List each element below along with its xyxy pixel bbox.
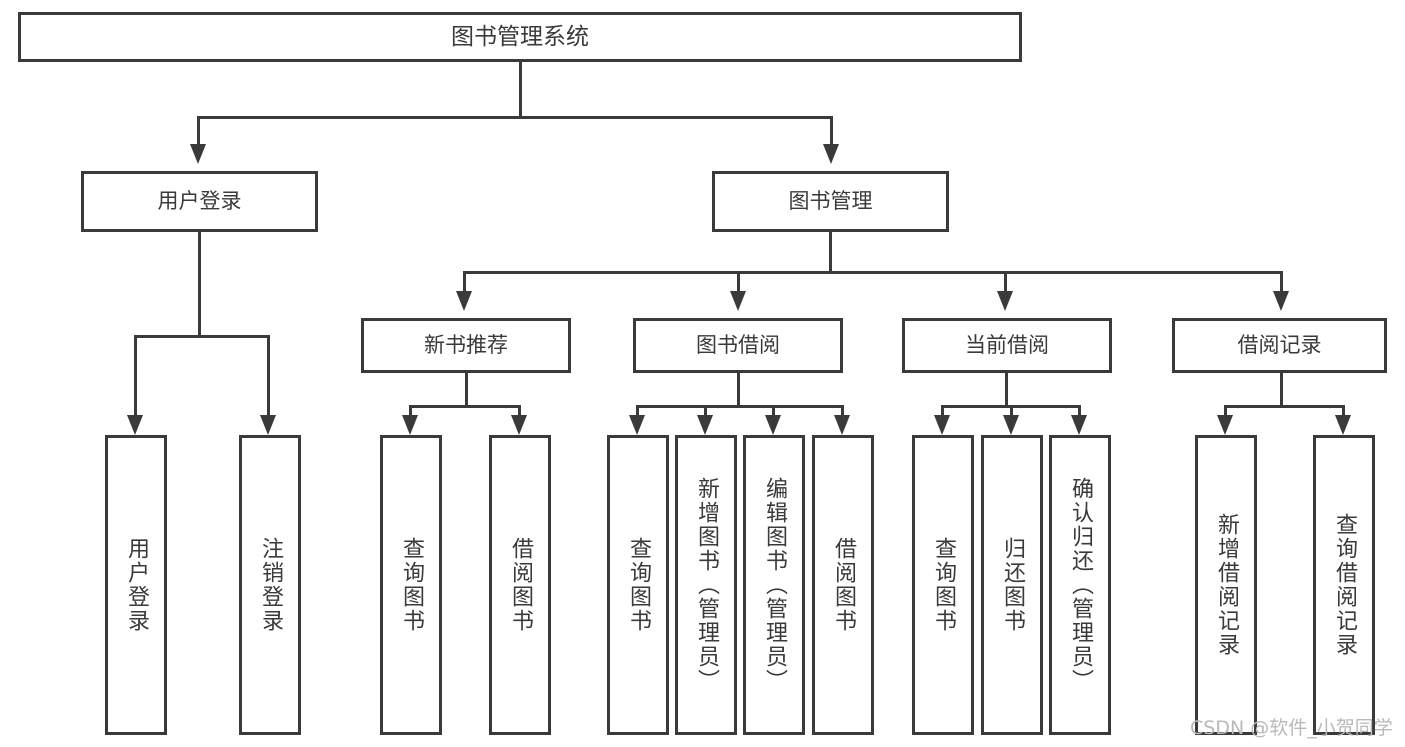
node-root-system[interactable]: 图书管理系统: [18, 12, 1022, 62]
connector-current-borrow-to-leaf-2: [1010, 405, 1013, 419]
leaf-query-record[interactable]: 查询借阅记录: [1313, 435, 1375, 735]
node-current-borrow[interactable]: 当前借阅: [902, 318, 1112, 373]
node-root-label: 图书管理系统: [451, 23, 589, 50]
arrow-current-borrow-to-leaf-2: [1003, 415, 1019, 435]
node-book-manage-label: 图书管理: [788, 189, 873, 214]
arrow-book-manage-to-borrow-record: [1273, 291, 1289, 311]
leaf-query-book-3[interactable]: 查询图书: [912, 435, 974, 735]
leaf-add-record-label: 新增借阅记录: [1214, 513, 1239, 657]
node-book-borrow-label: 图书借阅: [696, 333, 780, 358]
node-borrow-record-label: 借阅记录: [1237, 333, 1322, 358]
connector-new-book-stem: [465, 373, 468, 405]
arrow-user-login-to-leaf-2: [260, 415, 276, 435]
connector-book-borrow-stem: [737, 373, 740, 405]
arrow-book-borrow-to-leaf-3: [765, 415, 781, 435]
connector-book-manage-to-current-borrow: [1004, 271, 1007, 293]
connector-book-manage-to-borrow-record: [1280, 271, 1283, 293]
node-borrow-record[interactable]: 借阅记录: [1172, 318, 1387, 373]
connector-book-manage-stem: [829, 232, 832, 271]
leaf-edit-book-label: 编辑图书（管理员）: [762, 477, 787, 693]
leaf-user-login[interactable]: 用户登录: [105, 435, 167, 735]
arrow-borrow-record-to-leaf-2: [1335, 415, 1351, 435]
leaf-confirm-return[interactable]: 确认归还（管理员）: [1049, 435, 1111, 735]
connector-root-to-user-login: [197, 116, 200, 146]
connector-root-bus: [197, 116, 833, 119]
connector-current-borrow-to-leaf-1: [941, 405, 944, 419]
connector-new-book-to-leaf-2: [518, 405, 521, 419]
connector-book-borrow-to-leaf-2: [704, 405, 707, 419]
arrow-book-manage-to-new-book: [456, 291, 472, 311]
node-user-login[interactable]: 用户登录: [81, 171, 318, 232]
connector-new-book-to-leaf-1: [409, 405, 412, 419]
leaf-query-book-3-label: 查询图书: [931, 537, 956, 633]
leaf-query-book-1[interactable]: 查询图书: [380, 435, 442, 735]
leaf-add-book-label: 新增图书（管理员）: [694, 477, 719, 693]
arrow-root-to-user-login: [190, 144, 206, 164]
connector-current-borrow-to-leaf-3: [1078, 405, 1081, 419]
arrow-book-manage-to-current-borrow: [997, 291, 1013, 311]
leaf-return-book-label: 归还图书: [1000, 537, 1025, 633]
node-book-borrow[interactable]: 图书借阅: [633, 318, 843, 373]
leaf-borrow-book-2[interactable]: 借阅图书: [812, 435, 874, 735]
leaf-query-book-2[interactable]: 查询图书: [607, 435, 669, 735]
connector-book-manage-bus: [463, 271, 1283, 274]
connector-book-manage-to-new-book: [463, 271, 466, 293]
node-user-login-label: 用户登录: [157, 189, 242, 214]
leaf-borrow-book-2-label: 借阅图书: [831, 537, 856, 633]
leaf-add-record[interactable]: 新增借阅记录: [1195, 435, 1257, 735]
connector-current-borrow-stem: [1005, 373, 1008, 405]
connector-book-manage-to-book-borrow: [737, 271, 740, 293]
node-new-book-recommend-label: 新书推荐: [424, 333, 508, 358]
connector-user-login-stem: [198, 232, 201, 335]
arrow-book-manage-to-book-borrow: [730, 291, 746, 311]
arrow-current-borrow-to-leaf-1: [934, 415, 950, 435]
leaf-borrow-book-1[interactable]: 借阅图书: [489, 435, 551, 735]
leaf-return-book[interactable]: 归还图书: [981, 435, 1043, 735]
arrow-book-borrow-to-leaf-4: [834, 415, 850, 435]
arrow-book-borrow-to-leaf-2: [697, 415, 713, 435]
connector-user-login-bus: [134, 335, 270, 338]
leaf-query-record-label: 查询借阅记录: [1332, 513, 1357, 657]
arrow-book-borrow-to-leaf-1: [629, 415, 645, 435]
connector-book-borrow-to-leaf-4: [841, 405, 844, 419]
connector-user-login-to-leaf-1: [134, 335, 137, 418]
leaf-add-book[interactable]: 新增图书（管理员）: [675, 435, 737, 735]
leaf-confirm-return-label: 确认归还（管理员）: [1068, 477, 1093, 693]
arrow-borrow-record-to-leaf-1: [1217, 415, 1233, 435]
arrow-current-borrow-to-leaf-3: [1071, 415, 1087, 435]
connector-borrow-record-to-leaf-1: [1224, 405, 1227, 419]
connector-borrow-record-to-leaf-2: [1342, 405, 1345, 419]
connector-book-borrow-to-leaf-3: [772, 405, 775, 419]
leaf-logout-login[interactable]: 注销登录: [239, 435, 301, 735]
connector-book-borrow-to-leaf-1: [636, 405, 639, 419]
connector-user-login-to-leaf-2: [267, 335, 270, 418]
arrow-new-book-to-leaf-1: [402, 415, 418, 435]
leaf-logout-login-label: 注销登录: [258, 537, 283, 633]
connector-borrow-record-stem: [1280, 373, 1283, 405]
leaf-borrow-book-1-label: 借阅图书: [508, 537, 533, 633]
leaf-query-book-2-label: 查询图书: [626, 537, 651, 633]
connector-root-to-book-manage: [830, 116, 833, 146]
connector-book-borrow-bus: [636, 405, 844, 408]
arrow-new-book-to-leaf-2: [511, 415, 527, 435]
leaf-query-book-1-label: 查询图书: [399, 537, 424, 633]
connector-root-stem: [519, 62, 522, 116]
arrow-user-login-to-leaf-1: [127, 415, 143, 435]
arrow-root-to-book-manage: [823, 144, 839, 164]
leaf-edit-book[interactable]: 编辑图书（管理员）: [743, 435, 805, 735]
connector-borrow-record-bus: [1224, 405, 1345, 408]
node-current-borrow-label: 当前借阅: [965, 333, 1049, 358]
leaf-user-login-label: 用户登录: [124, 537, 149, 633]
node-book-manage[interactable]: 图书管理: [712, 171, 949, 232]
connector-new-book-bus: [409, 405, 521, 408]
node-new-book-recommend[interactable]: 新书推荐: [361, 318, 571, 373]
